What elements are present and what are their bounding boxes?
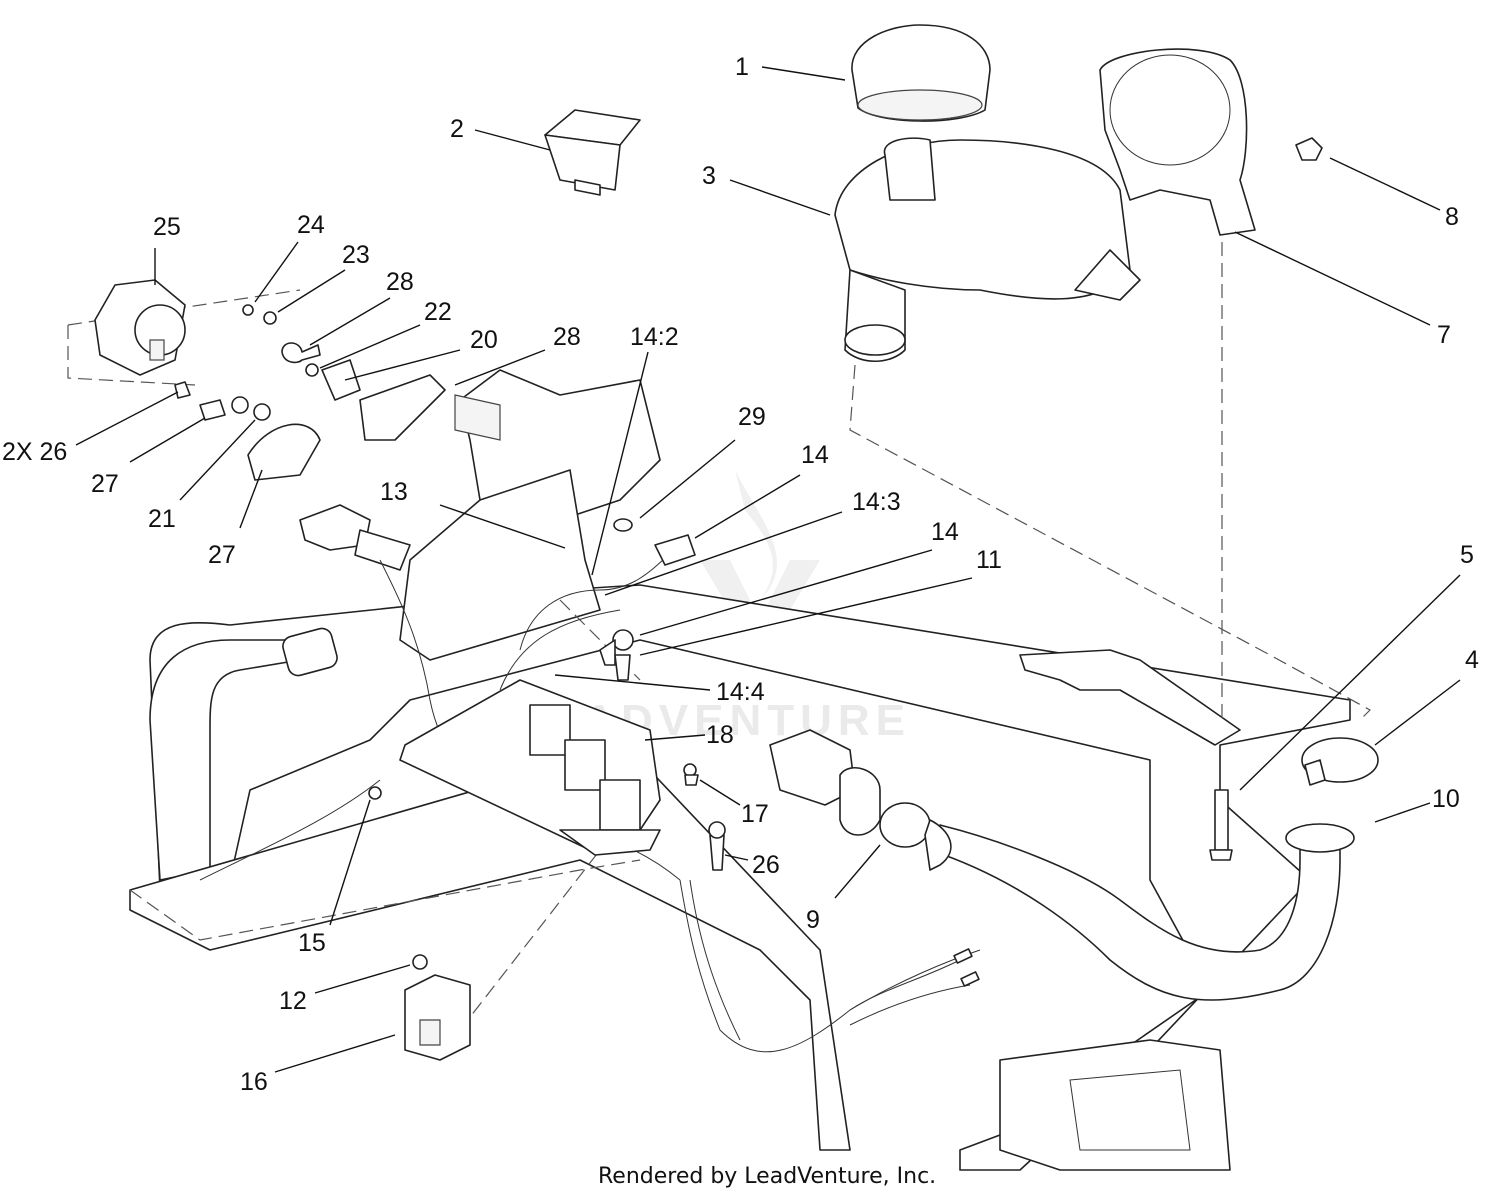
callout-2x-26: 2X 26 — [2, 438, 67, 466]
callout-27-lower: 27 — [208, 541, 236, 569]
callout-8: 8 — [1445, 203, 1459, 231]
callout-14-4: 14:4 — [716, 678, 765, 706]
part-9-hose — [769, 729, 952, 871]
callout-14-middle: 14 — [931, 518, 959, 546]
frame-assembly — [129, 369, 1355, 1171]
part-7-band-bracket — [1099, 48, 1256, 236]
callout-14-2: 14:2 — [630, 323, 679, 351]
part-16-relay — [404, 974, 471, 1061]
part-8-nut — [1295, 137, 1323, 161]
callout-4: 4 — [1465, 646, 1479, 674]
hardware-center-parts — [368, 518, 1233, 871]
callout-5: 5 — [1460, 541, 1474, 569]
part-3-air-cleaner — [834, 137, 1141, 362]
callout-28-upper: 28 — [386, 268, 414, 296]
part-18-relay-panel — [399, 679, 661, 856]
callout-28-lower: 28 — [553, 323, 581, 351]
part-1-cap — [851, 24, 991, 122]
callout-17: 17 — [741, 800, 769, 828]
part-2-switch — [544, 109, 641, 196]
part-12-nut — [412, 954, 428, 970]
callout-29: 29 — [738, 403, 766, 431]
callout-25: 25 — [153, 213, 181, 241]
callout-10: 10 — [1432, 785, 1460, 813]
callout-26: 26 — [752, 851, 780, 879]
callout-18: 18 — [706, 721, 734, 749]
callout-14-3: 14:3 — [852, 488, 901, 516]
callout-14-upper: 14 — [801, 441, 829, 469]
wire-terminals — [849, 948, 980, 1026]
callout-24: 24 — [297, 211, 325, 239]
callout-2: 2 — [450, 115, 464, 143]
callout-labels: 1 2 3 8 7 25 24 23 28 22 20 28 14:2 2X 2… — [2, 53, 1479, 1096]
callout-21: 21 — [148, 505, 176, 533]
callout-27-upper: 27 — [91, 470, 119, 498]
callout-9: 9 — [806, 906, 820, 934]
callout-7: 7 — [1437, 321, 1451, 349]
hardware-small-parts — [174, 304, 446, 481]
callout-1: 1 — [735, 53, 749, 81]
footer-credit: Rendered by LeadVenture, Inc. — [598, 1164, 936, 1189]
callout-12: 12 — [279, 987, 307, 1015]
callout-3: 3 — [702, 162, 716, 190]
part-13-connector — [299, 504, 411, 571]
part-4-clamp — [1301, 737, 1379, 786]
leader-lines — [75, 66, 1461, 1073]
callout-13: 13 — [380, 478, 408, 506]
callout-20: 20 — [470, 326, 498, 354]
callout-23: 23 — [342, 241, 370, 269]
part-25-solenoid — [94, 279, 186, 376]
callout-16: 16 — [240, 1068, 268, 1096]
callout-22: 22 — [424, 298, 452, 326]
callout-11: 11 — [976, 546, 1002, 574]
callout-15: 15 — [298, 929, 326, 957]
